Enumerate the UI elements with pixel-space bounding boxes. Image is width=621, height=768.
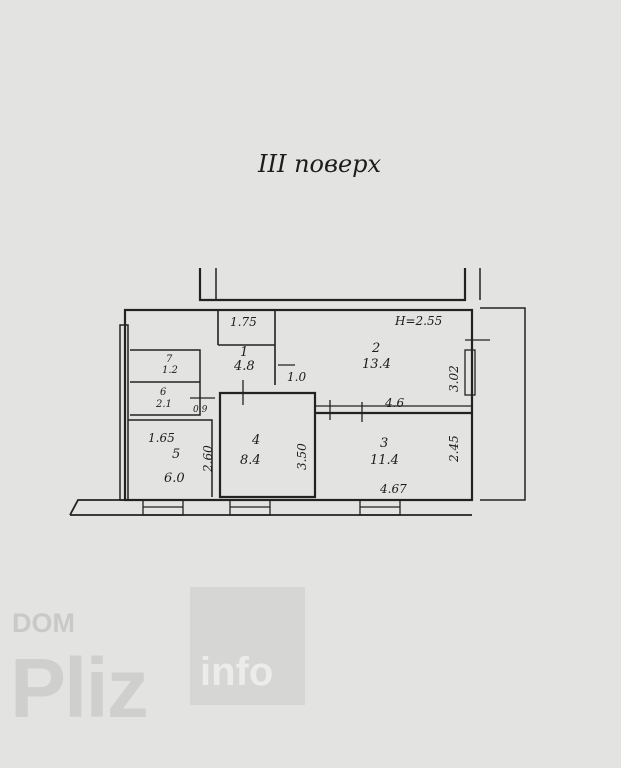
watermark-pliz: Pliz bbox=[10, 641, 149, 735]
dim-3-02: 3.02 bbox=[447, 365, 461, 392]
dim-4-67: 4.67 bbox=[379, 482, 407, 496]
room-1-area: 4.8 bbox=[233, 359, 255, 374]
ceiling-height: H=2.55 bbox=[394, 314, 442, 328]
room-labels: 1 4.8 2 13.4 3 11.4 4 8.4 5 6.0 7 1.2 6 … bbox=[155, 341, 399, 486]
watermark-box bbox=[190, 587, 305, 705]
dim-0-9: 0.9 bbox=[193, 405, 208, 415]
room-3-area: 11.4 bbox=[370, 453, 399, 468]
room-5-number: 5 bbox=[172, 447, 180, 462]
floor-title: III поверх bbox=[257, 150, 382, 178]
dim-1-75: 1.75 bbox=[230, 315, 257, 329]
room-2-number: 2 bbox=[371, 341, 380, 356]
dim-2-60: 2.60 bbox=[201, 445, 215, 473]
watermark-info: info bbox=[200, 650, 274, 694]
room-1-number: 1 bbox=[240, 345, 248, 360]
room-7-area: 1.2 bbox=[162, 365, 178, 376]
room-2-area: 13.4 bbox=[362, 357, 391, 372]
dimension-labels: 1.75 1.0 4.6 3.02 3.50 2.60 2.45 4.67 1.… bbox=[148, 315, 461, 496]
room-6-area: 2.1 bbox=[155, 399, 172, 410]
dim-4-6: 4.6 bbox=[384, 396, 404, 410]
room-7-number: 7 bbox=[166, 354, 173, 365]
room-5-area: 6.0 bbox=[164, 471, 185, 486]
dim-1-0: 1.0 bbox=[287, 370, 306, 384]
room-3-number: 3 bbox=[380, 436, 388, 451]
room-6-number: 6 bbox=[160, 387, 167, 398]
room-4-number: 4 bbox=[251, 433, 260, 448]
room-4-area: 8.4 bbox=[240, 453, 261, 468]
dim-1-65: 1.65 bbox=[148, 431, 175, 445]
dim-2-45: 2.45 bbox=[447, 435, 461, 463]
walls bbox=[69, 268, 526, 516]
watermark-dom: DOM bbox=[12, 608, 75, 638]
dim-3-50: 3.50 bbox=[295, 443, 309, 470]
